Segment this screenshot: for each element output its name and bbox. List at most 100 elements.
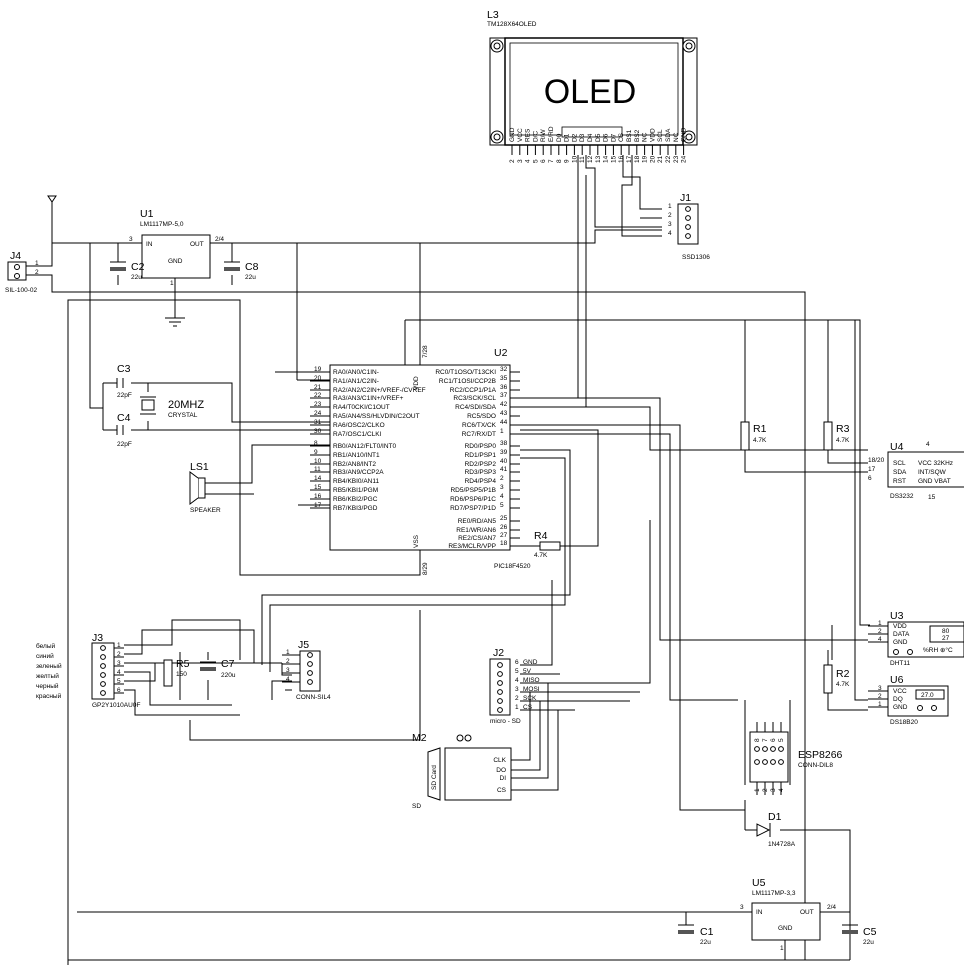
u1-pin-in: 3 xyxy=(129,236,133,243)
j5-pin-number: 4 xyxy=(286,676,290,683)
oled-pin-number: 23 xyxy=(673,155,680,163)
j5-pin-hole xyxy=(307,652,313,658)
u2-pin-number: 18 xyxy=(500,540,508,547)
j2-pin-hole xyxy=(497,689,503,695)
r2-ref: R2 xyxy=(836,668,850,680)
u1-value: LM1117MP-5,0 xyxy=(140,221,184,228)
u6-pin-label: DQ xyxy=(893,696,903,703)
j2-pin-number: 5 xyxy=(515,668,519,675)
oled-value: TM128X64OLED xyxy=(487,21,537,28)
j1-pin-hole xyxy=(685,206,691,212)
u6-pin-label: GND xyxy=(893,704,908,711)
regulator-u1: U1 LM1117MP-5,0 IN OUT GND 3 2/4 1 xyxy=(129,208,232,287)
u2-value: PIC18F4520 xyxy=(494,563,531,570)
u1-out-label: OUT xyxy=(190,241,204,248)
u2-pin-number: 23 xyxy=(314,401,322,408)
capacitor-c4: C4 22pF xyxy=(116,412,132,448)
u2-pin-label: RA0/AN0/C1IN- xyxy=(333,369,379,376)
oled-pin-number: 10 xyxy=(571,155,578,163)
j3-pin-number: 2 xyxy=(117,651,121,658)
r3-value: 4.7K xyxy=(836,437,850,444)
u1-ref: U1 xyxy=(140,208,154,220)
c2-ref: C2 xyxy=(131,261,145,273)
j2-pin-label: GND xyxy=(523,659,538,666)
c2-value: 22u xyxy=(131,274,142,281)
d1-value: 1N4728A xyxy=(768,841,796,848)
u2-pin-number: 38 xyxy=(500,440,508,447)
j1-pin-number: 2 xyxy=(668,212,672,219)
esp-pin-number: 8 xyxy=(754,738,761,742)
u2-pin-label: RA4/T0CKI/C1OUT xyxy=(333,404,390,411)
c1-ref: C1 xyxy=(700,926,714,938)
oled-pin-label: NC xyxy=(673,132,680,142)
j3-value: GP2Y1010AU0F xyxy=(92,702,140,709)
oled-pin-label: CS xyxy=(618,132,625,142)
r4-value: 4.7K xyxy=(534,552,548,559)
c8-ref: C8 xyxy=(245,261,259,273)
c5-ref: C5 xyxy=(863,926,877,938)
u2-pin-number: 31 xyxy=(314,419,322,426)
u2-pin-number: 35 xyxy=(500,375,508,382)
u2-pin-label: RB3/AN9/CCP2A xyxy=(333,469,384,476)
u2-pin-label: RD3/PSP3 xyxy=(465,469,497,476)
u6-pin-number: 2 xyxy=(878,693,882,700)
oled-pins: GND2VCC3RES4D/C5R/W6E/RD7D08D19D210D311D… xyxy=(509,126,688,163)
u2-vss-pins: 8/29 xyxy=(422,562,429,575)
j3-pin-number: 6 xyxy=(117,687,121,694)
u2-pin-number: 3 xyxy=(500,484,504,491)
j4-ref: J4 xyxy=(10,250,21,262)
u2-pin-label: RD5/PSP5/P1B xyxy=(450,487,496,494)
u2-pin-label: RD1/PSP1 xyxy=(465,452,497,459)
oled-pin-number: 5 xyxy=(532,159,539,163)
oled-pin-label: D6 xyxy=(603,133,610,142)
u4-ref: U4 xyxy=(890,441,904,453)
oled-pin-number: 24 xyxy=(681,155,688,163)
oled-pin-number: 4 xyxy=(525,159,532,163)
u2-pin-label: RE3/MCLR/VPP xyxy=(448,543,496,550)
connector-j4: J4 1 2 SIL-100-02 xyxy=(5,250,40,294)
u2-pin-number: 26 xyxy=(500,524,508,531)
u2-pin-label: RA6/OSC2/CLKO xyxy=(333,422,385,429)
u2-pin-label: RC5/SDO xyxy=(467,413,496,420)
u2-pin-number: 2 xyxy=(500,475,504,482)
oled-pin-label: D/C xyxy=(532,131,539,143)
j3-pin-hole xyxy=(100,690,106,696)
u2-pin-number: 41 xyxy=(500,466,508,473)
m2-value: SD xyxy=(412,803,421,810)
j2-pin-hole xyxy=(497,707,503,713)
u3-pin-number: 2 xyxy=(878,628,882,635)
j2-pin-label: MOSI xyxy=(523,686,540,693)
u2-pin-label: RE2/CS/AN7 xyxy=(458,535,496,542)
u6-indicator-2 xyxy=(931,705,937,711)
j3-pin-hole xyxy=(100,654,106,660)
j2-pin-hole xyxy=(497,680,503,686)
u5-pin-out: 2/4 xyxy=(827,904,836,911)
r4-ref: R4 xyxy=(534,530,548,542)
oled-pin-number: 16 xyxy=(618,155,625,163)
oled-pin-label: D5 xyxy=(595,133,602,142)
j1-pin-hole xyxy=(685,224,691,230)
d1-ref: D1 xyxy=(768,811,782,823)
j1-ref: J1 xyxy=(680,192,691,204)
c7-ref: C7 xyxy=(221,658,235,670)
oled-pin-number: 20 xyxy=(649,155,656,163)
j2-pin-number: 6 xyxy=(515,659,519,666)
oled-pin-label: NC xyxy=(642,132,649,142)
j2-value: micro - SD xyxy=(490,718,521,725)
esp-value: CONN-DIL8 xyxy=(798,762,833,769)
c4-value: 22pF xyxy=(117,441,132,448)
u2-pin-number: 1 xyxy=(500,428,504,435)
oled-pin-label: RES xyxy=(525,128,532,142)
u2-pin-number: 44 xyxy=(500,419,508,426)
u1-pin-gnd: 1 xyxy=(170,280,174,287)
